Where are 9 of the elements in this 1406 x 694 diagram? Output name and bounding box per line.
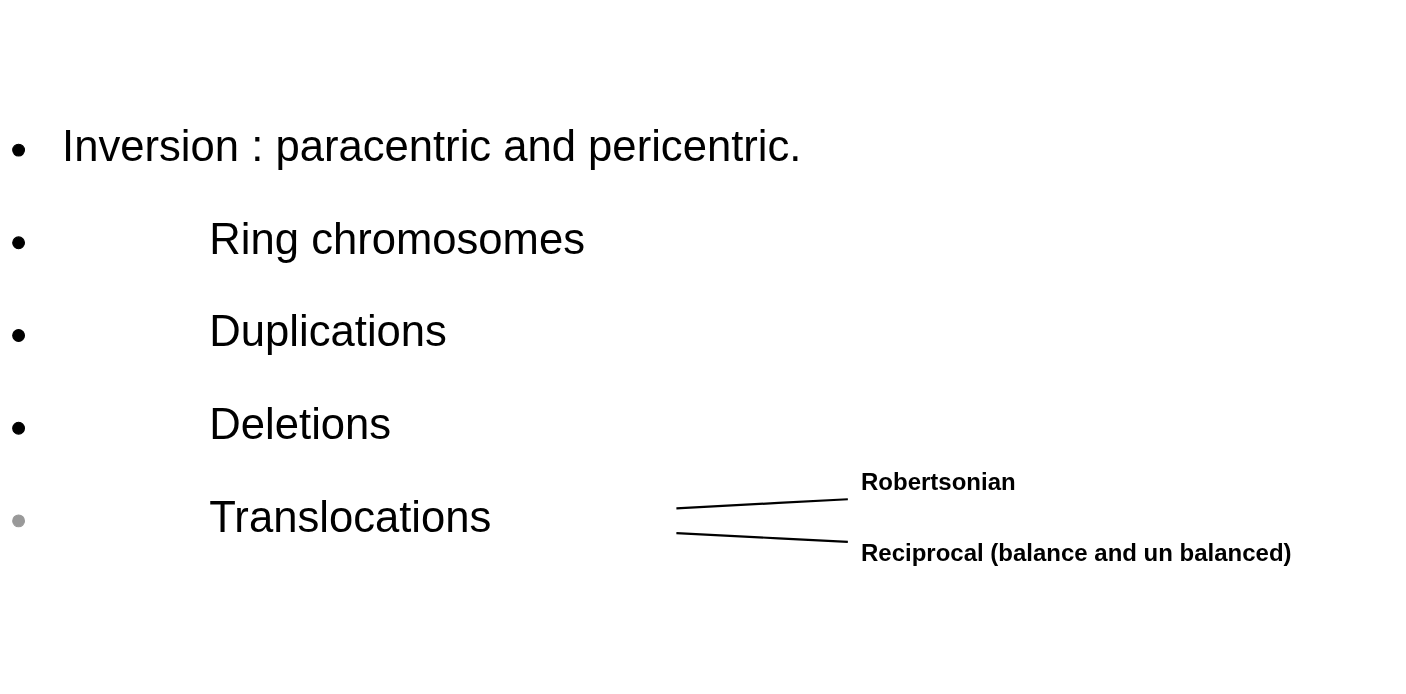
node-text: Robertsonian xyxy=(861,467,1016,495)
label: Inversion : paracentric and pericentric. xyxy=(62,121,802,170)
node-text: Reciprocal (balance and un balanced) xyxy=(861,538,1292,566)
node-text: Translocations xyxy=(209,492,492,541)
label: Ring chromosomes xyxy=(209,214,586,263)
label: Duplications xyxy=(209,306,447,355)
label: Deletions xyxy=(209,399,392,448)
connector xyxy=(676,531,848,543)
connector xyxy=(676,497,848,509)
